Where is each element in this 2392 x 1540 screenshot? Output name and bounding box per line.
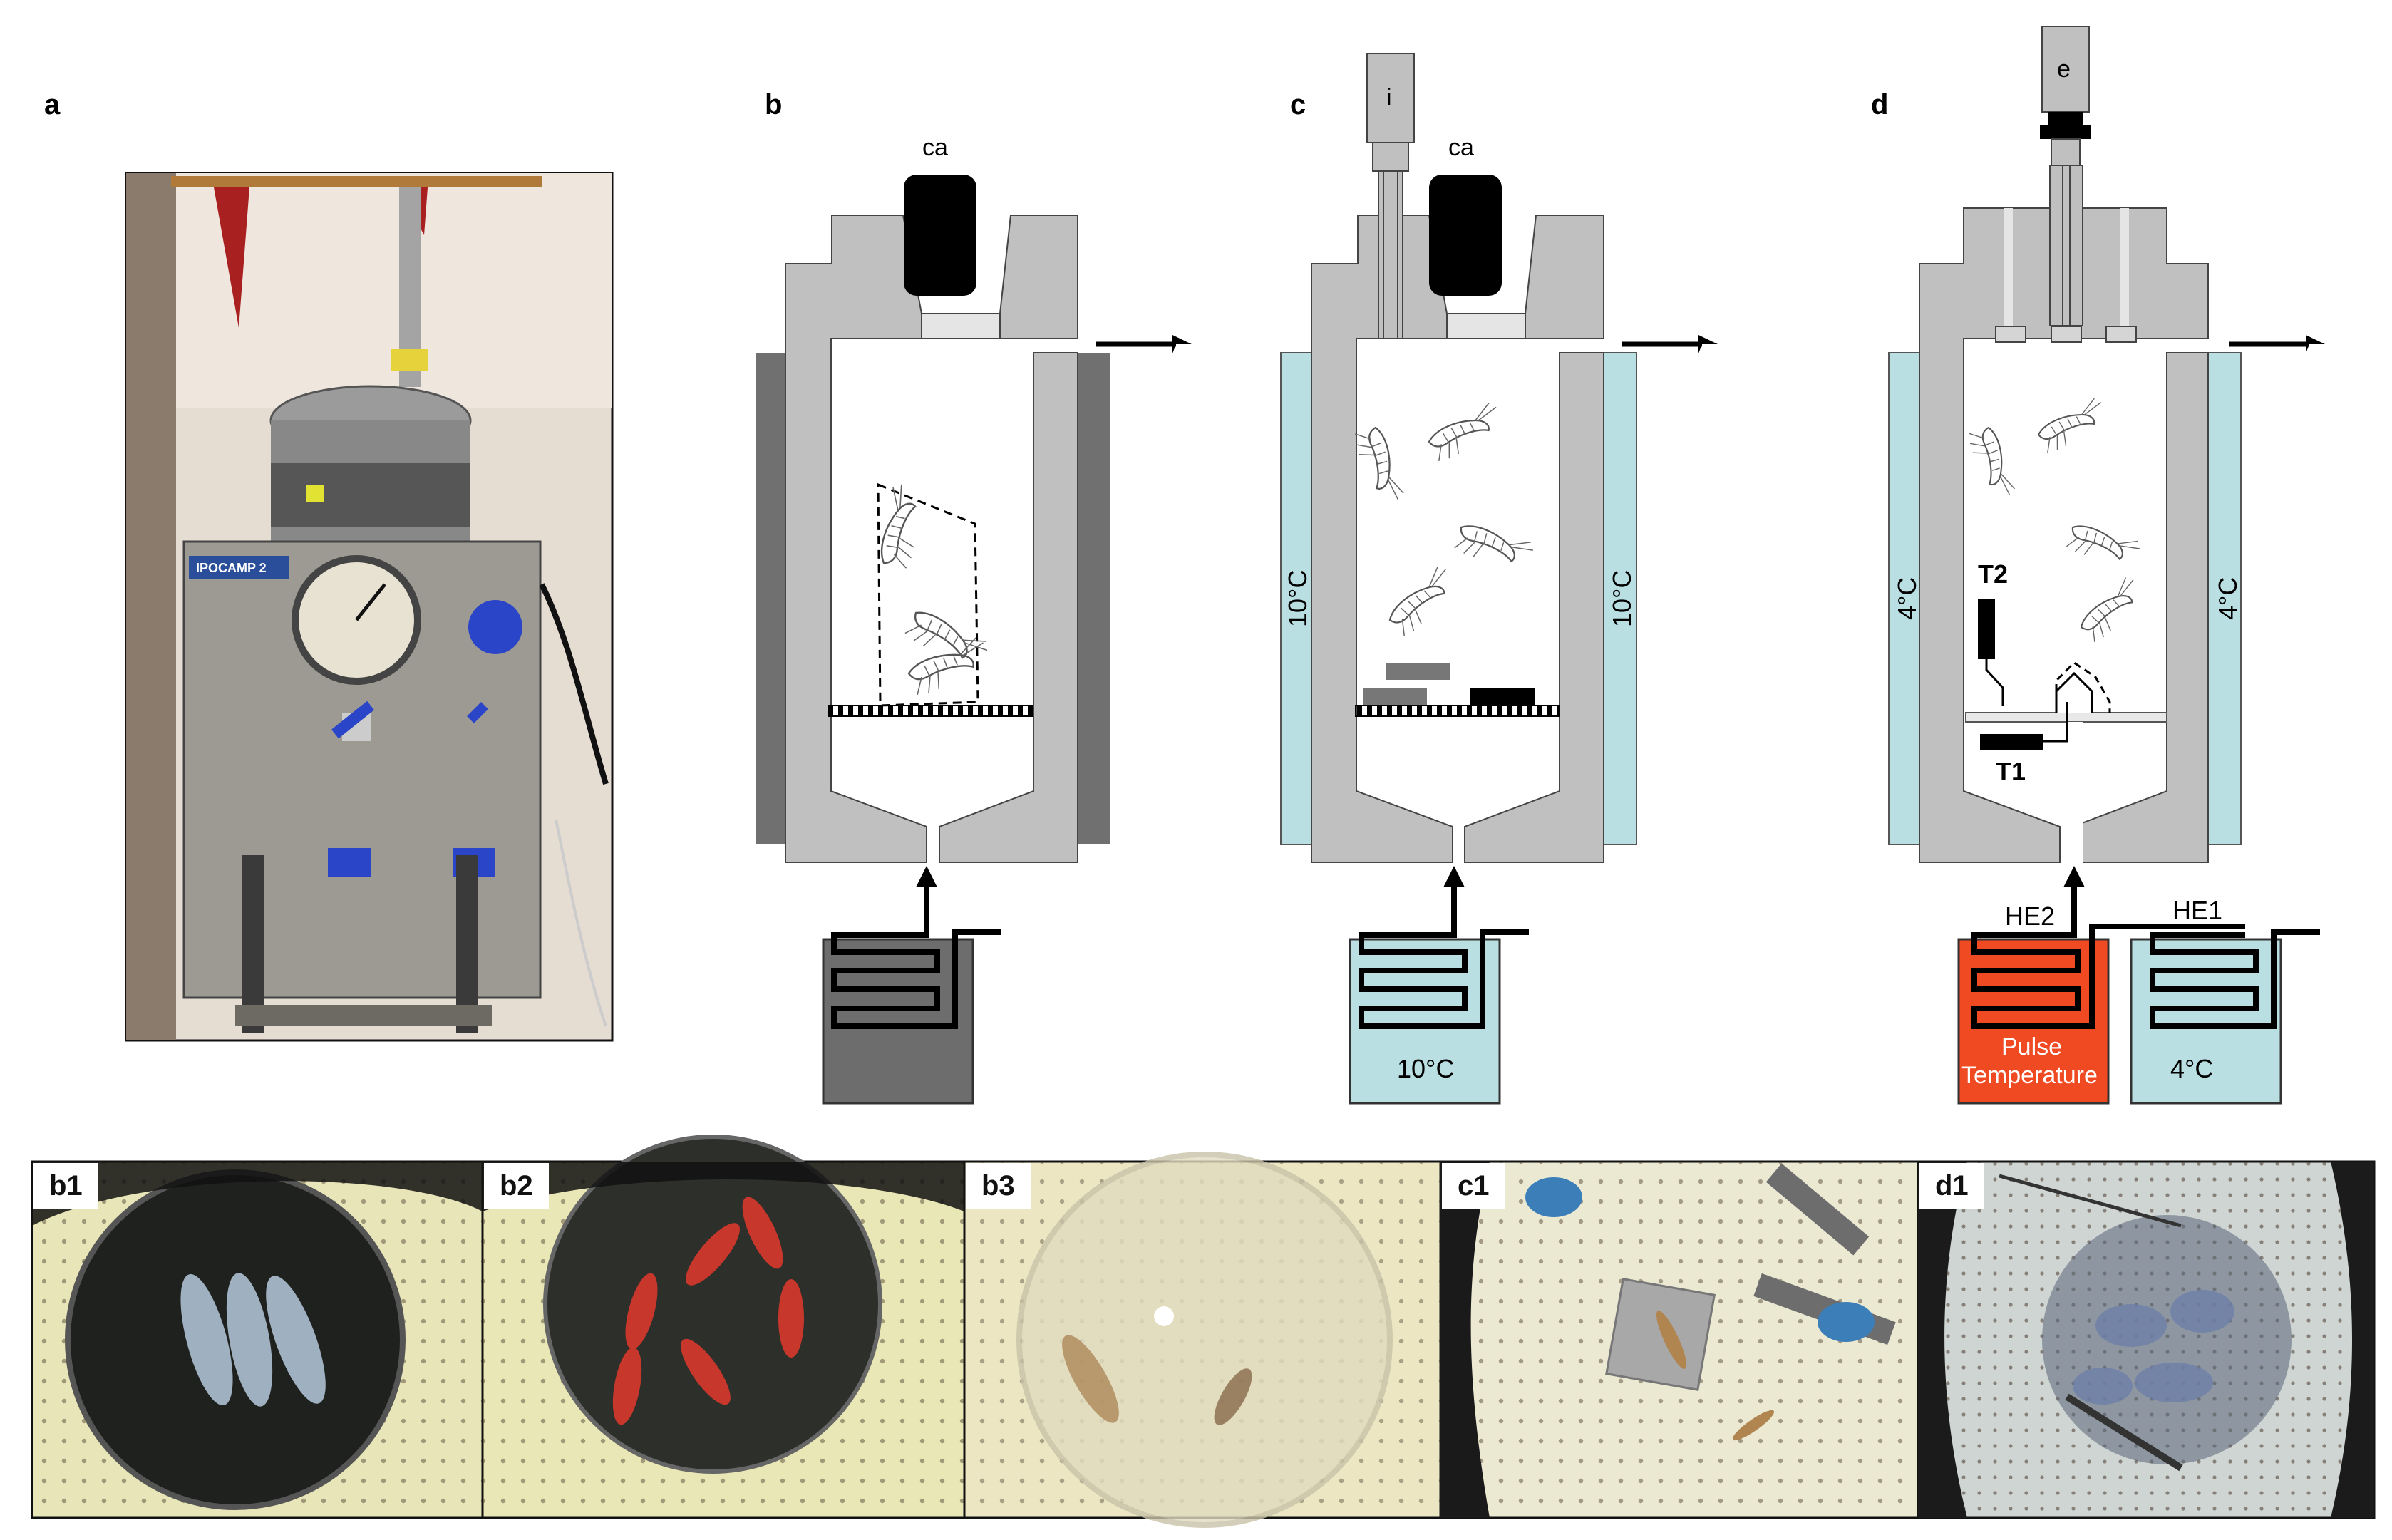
vessel-b: ca <box>756 134 1192 1105</box>
sensor-t1-label: T1 <box>1996 757 2026 786</box>
exchanger-he2-label: HE2 <box>2005 901 2055 931</box>
exchanger-he1-label: HE1 <box>2172 896 2222 925</box>
panel-a-letter: a <box>44 89 61 120</box>
wall-temp-c-right: 10°C <box>1607 570 1636 627</box>
photo-tag-b3: b3 <box>966 1163 1031 1209</box>
photo-b2 <box>481 1135 966 1519</box>
vessel-c: ca i 10°C 10°C 10°C <box>1280 53 1718 1105</box>
pulse-label-line1: Pulse <box>2001 1033 2062 1060</box>
panel-d-letter: d <box>1871 89 1888 120</box>
photo-tag-d1: d1 <box>1919 1163 1984 1209</box>
wall-temp-c-left: 10°C <box>1283 570 1312 627</box>
photo-d1 <box>1917 1160 2376 1519</box>
top-device-label: e <box>2057 56 2071 83</box>
wall-temp-d-right: 4°C <box>2213 577 2242 620</box>
pulse-label-line2: Temperature <box>1961 1062 2098 1089</box>
bath-temp-c: 10°C <box>1397 1054 1454 1083</box>
photo-b1 <box>31 1160 484 1519</box>
injector-label: i <box>1386 84 1392 111</box>
panel-c-letter: c <box>1290 89 1306 120</box>
vessel-d: e T2 T1 4°C 4°C HE2 HE1 Pulse Temperatur… <box>1888 26 2325 1105</box>
panel-b-letter: b <box>765 89 782 120</box>
sensor-t2-label: T2 <box>1978 559 2008 589</box>
photo-tag-b1: b1 <box>33 1163 98 1209</box>
panel-a-photo: IPOCAMP 2 <box>125 172 614 1042</box>
photo-tag-b2: b2 <box>484 1163 549 1209</box>
photo-strip <box>31 1135 2376 1528</box>
wall-temp-d-left: 4°C <box>1892 577 1922 620</box>
camera-label-c: ca <box>1448 134 1474 161</box>
photo-c1 <box>1439 1160 1919 1519</box>
photo-tag-c1: c1 <box>1442 1163 1505 1209</box>
photo-plate-label: IPOCAMP 2 <box>196 561 267 575</box>
camera-label-b: ca <box>922 134 948 161</box>
photo-b3 <box>963 1152 1442 1528</box>
bath-temp-d: 4°C <box>2170 1054 2213 1083</box>
